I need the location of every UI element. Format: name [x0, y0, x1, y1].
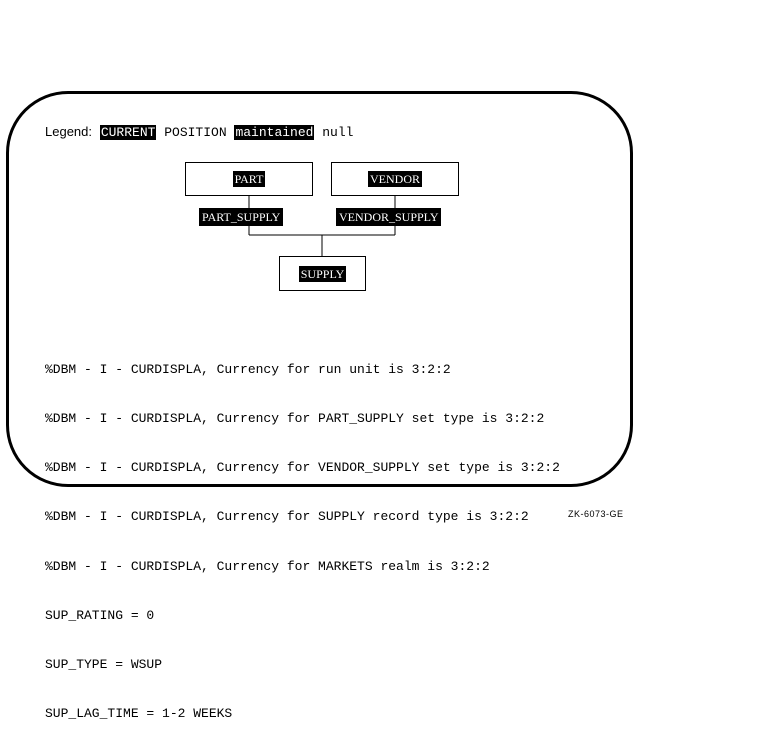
record-part-label: PART — [232, 171, 266, 187]
console-line: SUP_LAG_TIME = 1-2 WEEKS — [45, 706, 233, 722]
record-vendor-label: VENDOR — [368, 171, 422, 187]
console-line: %DBM - I - CURDISPLA, Currency for PART_… — [45, 411, 545, 427]
legend-position: POSITION — [156, 125, 235, 140]
legend-label: Legend: — [45, 124, 92, 139]
console-line: %DBM - I - CURDISPLA, Currency for MARKE… — [45, 558, 490, 574]
console-line: %DBM - I - CURDISPLA, Currency for SUPPL… — [45, 509, 529, 525]
record-supply: SUPPLY — [279, 256, 366, 291]
console-line: SUP_TYPE = WSUP — [45, 657, 163, 673]
record-vendor: VENDOR — [331, 162, 459, 196]
figure-reference: ZK-6073-GE — [568, 509, 624, 519]
terminal-screen-frame — [6, 91, 633, 487]
console-line: SUP_RATING = 0 — [45, 607, 155, 623]
console-line: %DBM - I - CURDISPLA, Currency for run u… — [45, 361, 451, 377]
console-output: %DBM - I - CURDISPLA, Currency for run u… — [45, 329, 560, 739]
console-line: %DBM - I - CURDISPLA, Currency for VENDO… — [45, 460, 560, 476]
legend-null: null — [314, 125, 354, 140]
record-part: PART — [185, 162, 313, 196]
legend-maintained: maintained — [234, 125, 315, 140]
legend-current: CURRENT — [99, 125, 157, 140]
legend: Legend: CURRENT POSITION maintained null — [45, 124, 353, 140]
record-supply-label: SUPPLY — [298, 265, 347, 282]
set-vendor-supply: VENDOR_SUPPLY — [336, 208, 442, 226]
set-part-supply: PART_SUPPLY — [199, 208, 284, 226]
